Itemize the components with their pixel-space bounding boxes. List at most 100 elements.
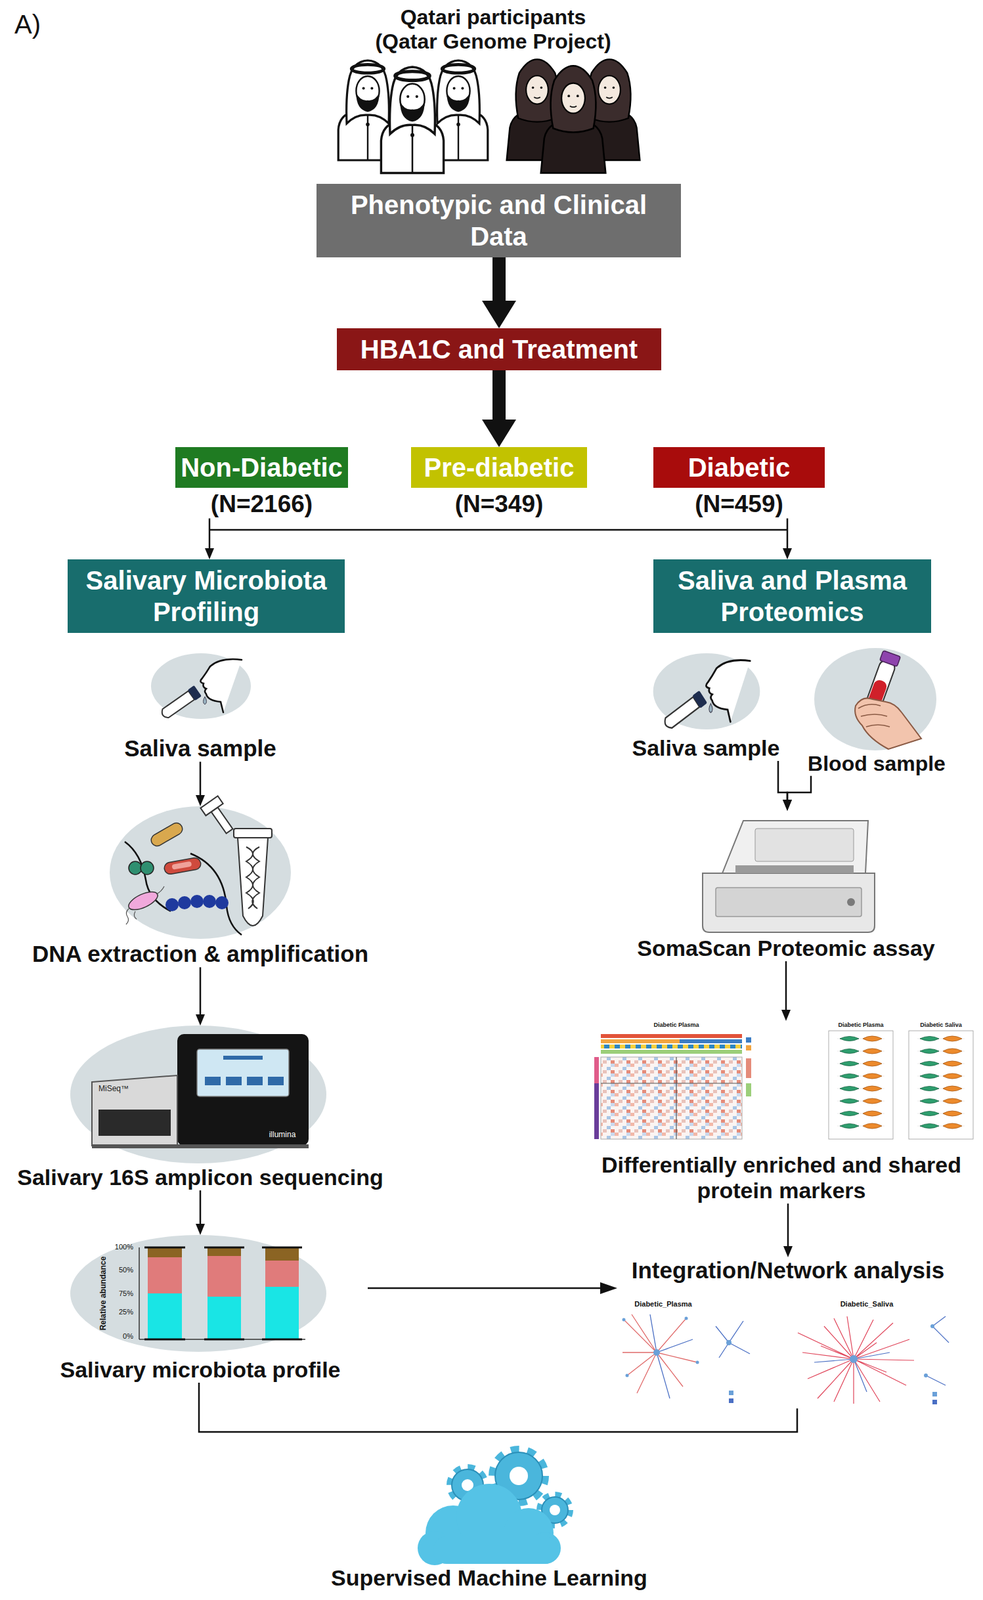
dna-extraction-icon-part: [163, 856, 202, 875]
bar-chart-icon-part: [144, 1246, 303, 1249]
sequencer-icon-part: [98, 1109, 171, 1136]
arrowhead: [782, 799, 792, 811]
step-node: Saliva sample: [627, 650, 785, 762]
somascan-icon-part: [702, 873, 875, 933]
violin-thumbnail-part: [917, 1111, 965, 1117]
bar-chart-icon-part: [139, 1338, 306, 1341]
connector: [195, 761, 205, 807]
violin-thumbnail-part: [917, 1073, 965, 1079]
blood-icon: [814, 648, 937, 751]
bar-chart-icon-part: [265, 1287, 299, 1340]
machine-learning-icon-part: [509, 1466, 528, 1486]
bar-chart-icon-part: [147, 1257, 182, 1294]
violin-thumbnail-part: [837, 1073, 885, 1079]
dna-extraction-icon-part: [165, 898, 179, 912]
violin-thumbnail-part: [908, 1030, 974, 1140]
somascan-icon-part: [722, 820, 869, 874]
violin-thumbnail-part: [917, 1048, 965, 1054]
heatmap-thumbnail-part: [675, 1057, 677, 1140]
heatmap-thumbnail-part: [745, 1083, 752, 1097]
dna-extraction-icon-part: [171, 861, 192, 871]
network-thumbnail-part: [932, 1399, 938, 1405]
bar-chart-icon-part: [144, 1338, 303, 1341]
violin-thumbnail-part: [917, 1036, 965, 1042]
dna-extraction-icon-part: [177, 896, 192, 910]
step-caption: Blood sample: [802, 751, 951, 777]
heatmap-thumbnail-part: [745, 1058, 752, 1079]
connector-line: [199, 967, 202, 1017]
heatmap-thumbnail-part: [745, 1037, 752, 1043]
step-node: SomaScan Proteomic assay: [628, 810, 944, 962]
heatmap-thumbnail-part: [600, 1049, 743, 1054]
violin-thumbnail-part: [837, 1111, 885, 1117]
arrowhead: [195, 795, 205, 807]
connector-line: [199, 1190, 202, 1226]
violin-thumbnail-part: [837, 1048, 885, 1054]
axis-tick: 100%: [114, 1243, 134, 1252]
connector: [195, 967, 205, 1026]
heatmap-thumbnail-part: [600, 1034, 743, 1039]
heatmap-thumbnail-part: [679, 1039, 743, 1044]
block-arrow: [481, 370, 517, 448]
network-thumbnail-part: [622, 1314, 698, 1394]
step-node: Blood sample: [802, 646, 951, 777]
dna-extraction-icon-part: [252, 847, 260, 909]
step-node: Integration/Network analysis: [617, 1257, 959, 1409]
arrowhead: [195, 1014, 205, 1026]
group-node: Pre-diabetic(N=349): [411, 447, 588, 519]
sequencer-icon-part: [91, 1144, 309, 1149]
step-node: Salivary microbiota profile: [32, 1235, 368, 1383]
saliva-icon-part: [151, 653, 251, 721]
network-thumbnail-part: [728, 1390, 734, 1396]
axis-title: Relative abundance: [99, 1256, 109, 1332]
violin-thumbnail: [828, 1030, 974, 1140]
count-label: (N=349): [411, 490, 588, 519]
thumbnail-title: Diabetic Plasma: [653, 1021, 699, 1029]
bar-chart-icon-part: [70, 1235, 327, 1353]
violin-thumbnail-part: [837, 1036, 885, 1042]
bar-chart-icon-part: [207, 1296, 241, 1340]
blood-icon-part-part: [879, 650, 901, 668]
sequencer-icon-part: [267, 1076, 284, 1086]
axis-tick: 0%: [122, 1332, 134, 1341]
step-caption: Saliva sample: [627, 735, 785, 762]
connector-line: [492, 370, 506, 425]
participants-figure-part: [380, 66, 444, 174]
network-thumbnail-part: [726, 1340, 732, 1346]
network-thumbnail-part: [925, 1316, 949, 1386]
dna-extraction-icon-part: [237, 837, 268, 926]
step-caption: DNA extraction & amplification: [16, 940, 385, 968]
sequencer-icon-part: [91, 1075, 178, 1146]
saliva-icon-part: [653, 653, 761, 732]
arrowhead: [481, 300, 517, 329]
group-node: Non-Diabetic(N=2166): [175, 447, 349, 519]
participants-figure-part: [541, 65, 607, 173]
violin-thumbnail-part: [837, 1123, 885, 1129]
dna-extraction-icon-part: [149, 820, 185, 849]
group-bracket: [209, 529, 788, 532]
criteria-box: HBA1C and Treatment: [336, 328, 662, 371]
arrowhead: [782, 799, 792, 811]
connector: [367, 1282, 618, 1295]
blood-icon-part: [854, 698, 922, 750]
thumbnail-title: Diabetic Saliva: [919, 1021, 962, 1029]
sequencer-icon-part: [225, 1076, 242, 1086]
axis-tick: 75%: [118, 1289, 134, 1299]
network-thumbnail-part: [797, 1316, 915, 1404]
dna-extraction-icon-part-part: [211, 807, 234, 834]
dna-extraction-icon-part: [215, 896, 229, 910]
step-caption: Differentially enriched and shared prote…: [583, 1152, 980, 1204]
connector: [198, 1382, 798, 1433]
blood-icon-part: [858, 704, 890, 727]
heatmap-thumbnail-part: [600, 1057, 743, 1140]
step-caption: Saliva sample: [105, 735, 296, 762]
connector: [204, 518, 215, 560]
arrowhead: [783, 1246, 793, 1258]
somascan-icon-part: [715, 887, 862, 917]
connector-line: [787, 1203, 790, 1249]
device-label: illumina: [269, 1130, 297, 1140]
somascan-icon: [702, 820, 875, 933]
network-thumbnail-part: [923, 1373, 928, 1378]
dna-extraction-icon-part: [190, 895, 204, 909]
heatmap-thumbnail-part: [594, 1057, 599, 1084]
